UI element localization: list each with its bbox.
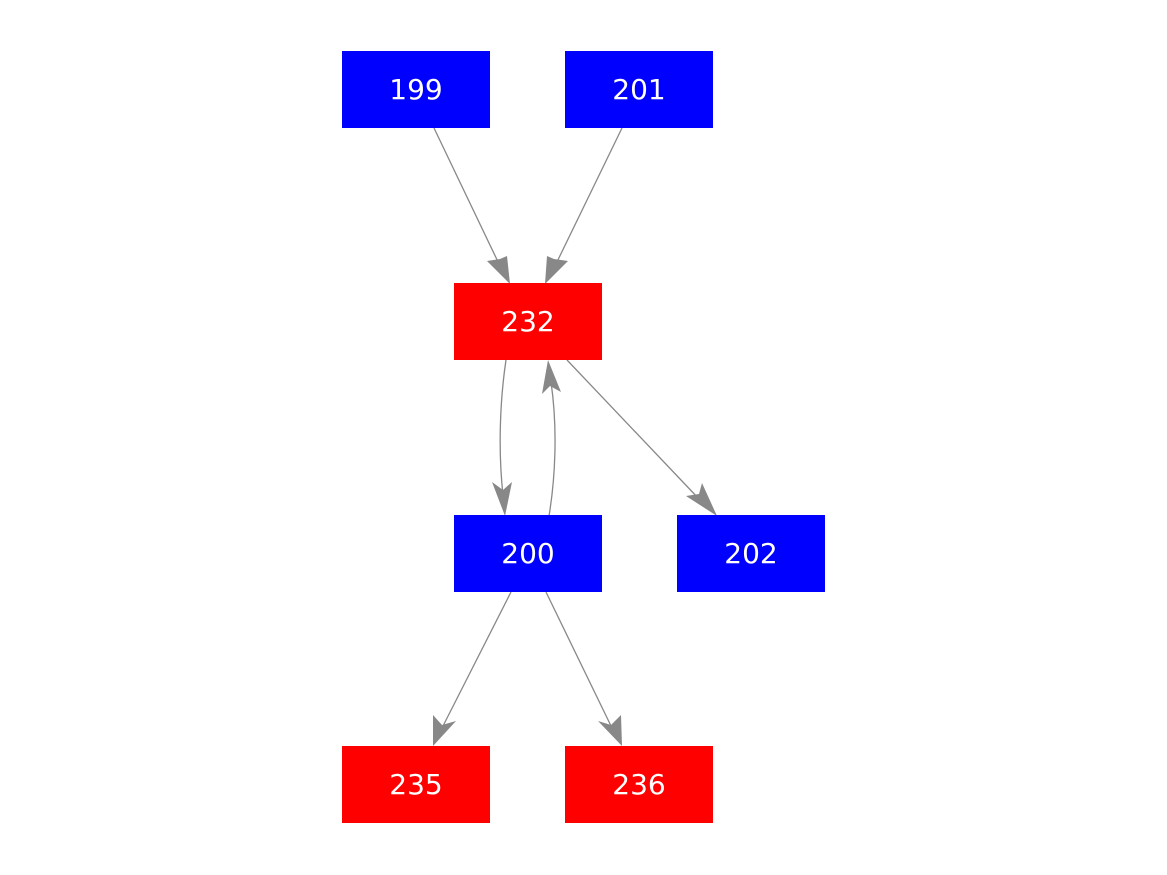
arrowhead-199-232: [487, 256, 510, 284]
edge-232-200: [499, 359, 507, 496]
arrowhead-200-235: [433, 715, 456, 746]
edge-201-232: [554, 127, 623, 267]
node-232[interactable]: 232: [454, 283, 602, 360]
node-236-box: [565, 746, 713, 823]
node-236-label: 236: [612, 768, 665, 801]
node-200-box: [454, 515, 602, 592]
edge-200-232: [548, 381, 556, 517]
edge-200-236: [545, 591, 613, 729]
node-235[interactable]: 235: [342, 746, 490, 823]
node-201-label: 201: [612, 73, 665, 106]
arrowhead-200-232: [542, 360, 561, 394]
node-200[interactable]: 200: [454, 515, 602, 592]
node-235-label: 235: [389, 768, 442, 801]
node-202[interactable]: 202: [677, 515, 825, 592]
node-199-box: [342, 51, 490, 128]
node-200-label: 200: [501, 537, 554, 570]
node-232-box: [454, 283, 602, 360]
node-199-label: 199: [389, 73, 442, 106]
node-232-label: 232: [501, 305, 554, 338]
node-199[interactable]: 199: [342, 51, 490, 128]
arrowhead-200-236: [598, 715, 622, 746]
edges: [433, 127, 717, 746]
nodes: 199 201 232 200 202 235 236: [342, 51, 825, 823]
node-235-box: [342, 746, 490, 823]
edge-200-235: [441, 591, 512, 729]
node-201-box: [565, 51, 713, 128]
arrowhead-232-202: [686, 483, 717, 516]
node-201[interactable]: 201: [565, 51, 713, 128]
arrowhead-232-200: [492, 482, 512, 516]
node-202-box: [677, 515, 825, 592]
edge-199-232: [433, 127, 501, 267]
arrowhead-201-232: [545, 256, 568, 284]
edge-232-202: [566, 359, 701, 501]
node-236[interactable]: 236: [565, 746, 713, 823]
node-202-label: 202: [724, 537, 777, 570]
